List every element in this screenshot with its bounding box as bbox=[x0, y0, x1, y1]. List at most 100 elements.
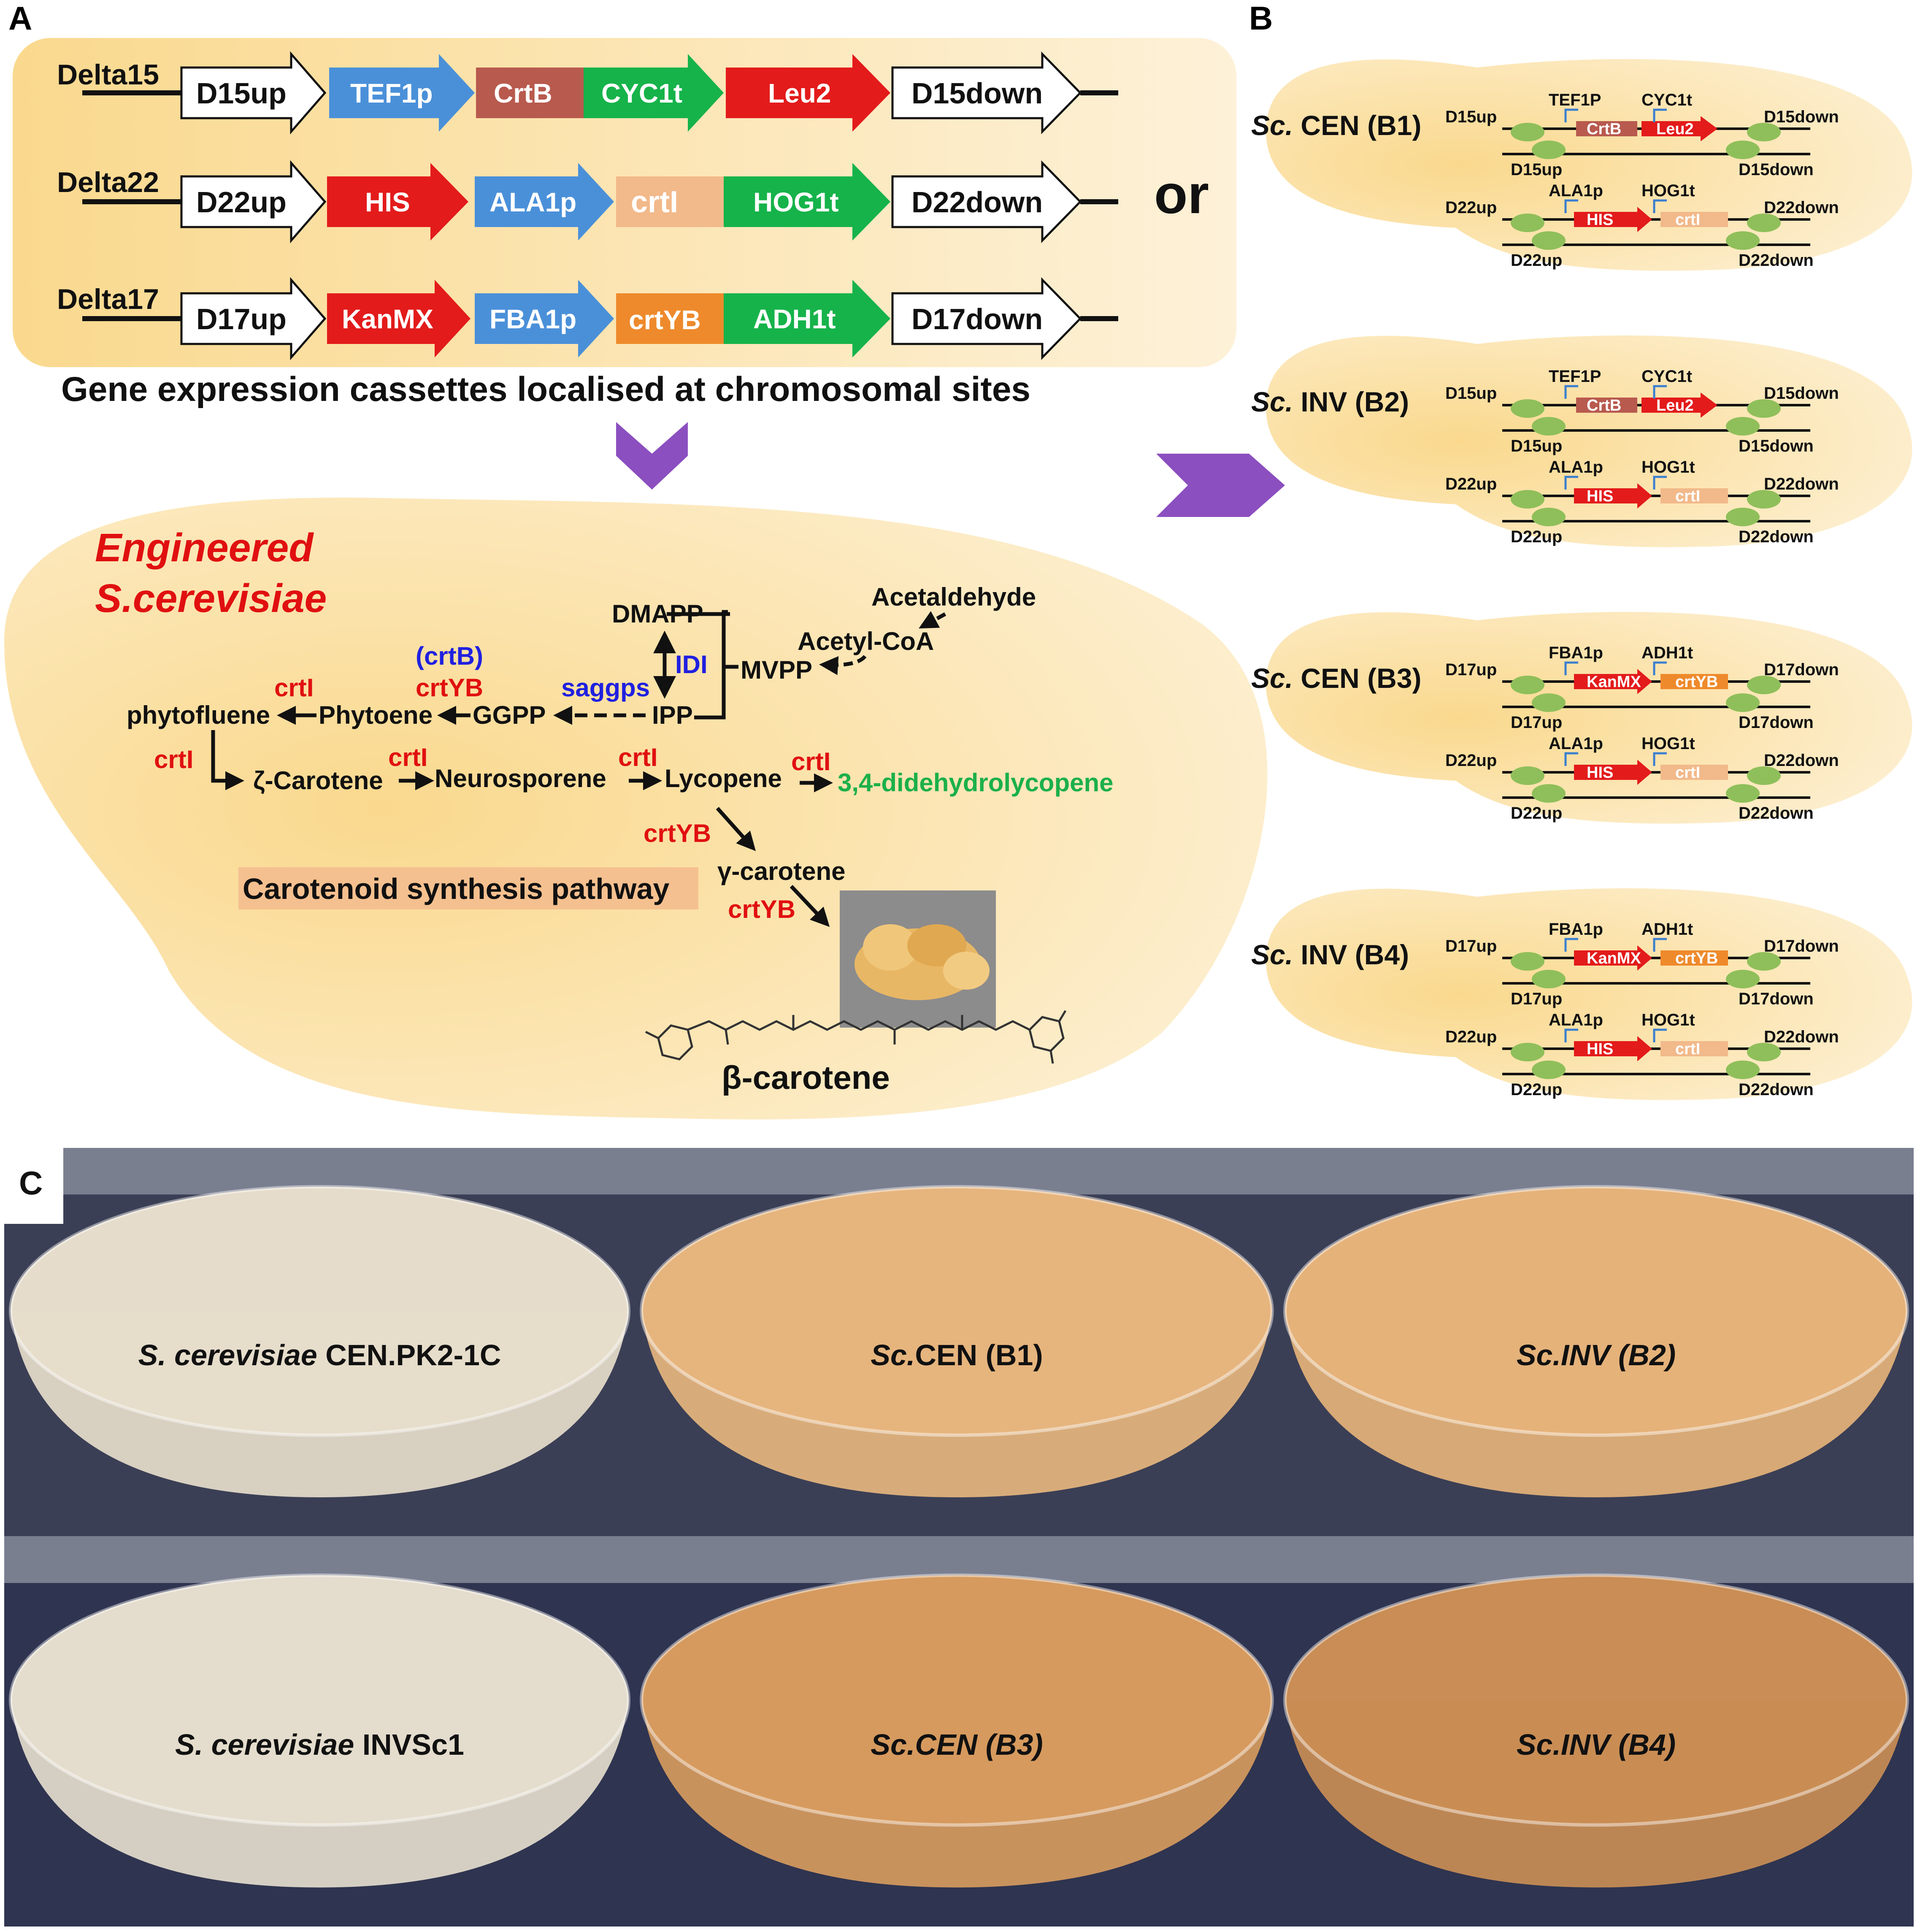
gene-label: crtI bbox=[1675, 487, 1700, 505]
synthesis-label-box bbox=[238, 867, 698, 909]
part-d15up: D15up bbox=[196, 77, 287, 110]
flask-label: Sc.CEN (B1) bbox=[871, 1339, 1043, 1372]
site-label: Delta22 bbox=[57, 166, 159, 198]
promoter-label: FBA1p bbox=[1549, 920, 1603, 939]
cassette-row-delta15: Delta15 D15up TEF1p CrtB CYC1t Leu2 D15d… bbox=[57, 51, 1118, 135]
locus-oval bbox=[1726, 417, 1760, 436]
flask-photo: S. cerevisiae INVSc1 bbox=[4, 1536, 635, 1927]
up-label-2: D22up bbox=[1511, 1080, 1562, 1099]
zeta-carotene: ζ-Carotene bbox=[253, 766, 383, 795]
up-label: D22up bbox=[1445, 475, 1497, 493]
down-label: D22down bbox=[1764, 475, 1839, 493]
locus-oval bbox=[1511, 490, 1544, 509]
locus-oval bbox=[1747, 1043, 1781, 1061]
locus-oval bbox=[1747, 214, 1781, 232]
locus-oval bbox=[1532, 784, 1566, 803]
part-crtyb: crtYB bbox=[629, 305, 701, 335]
part-fba1p: FBA1p bbox=[489, 304, 576, 334]
crtyb-label: crtYB bbox=[416, 674, 483, 702]
gene-label: HIS bbox=[1587, 487, 1613, 505]
cassette-row-delta17: Delta17 D17up KanMX FBA1p crtYB ADH1t D1… bbox=[57, 277, 1118, 360]
ipp: IPP bbox=[652, 701, 693, 729]
locus-oval bbox=[1747, 766, 1781, 785]
gene-label: crtI bbox=[1675, 1040, 1700, 1058]
gene-label: HIS bbox=[1587, 764, 1613, 782]
locus-oval bbox=[1532, 508, 1566, 526]
locus-oval bbox=[1747, 123, 1781, 141]
site-label: Delta15 bbox=[57, 59, 159, 91]
locus-oval bbox=[1532, 693, 1566, 712]
locus-oval bbox=[1532, 417, 1566, 436]
locus-oval bbox=[1747, 399, 1781, 418]
gene-label: crtI bbox=[1675, 211, 1700, 229]
flask-label: Sc.INV (B2) bbox=[1517, 1339, 1676, 1372]
acetyl-coa: Acetyl-CoA bbox=[798, 627, 934, 655]
gene-label: crtI bbox=[1675, 764, 1700, 782]
part-his: HIS bbox=[365, 187, 410, 217]
lycopene: Lycopene bbox=[665, 764, 782, 793]
terminator-label: HOG1t bbox=[1641, 458, 1695, 476]
crti-label-3: crtI bbox=[388, 743, 427, 771]
locus-oval bbox=[1511, 766, 1544, 785]
locus-oval bbox=[1532, 231, 1566, 250]
gamma-carotene: γ-carotene bbox=[717, 857, 845, 885]
locus-oval bbox=[1747, 952, 1781, 971]
gene-label: CrtB bbox=[1587, 120, 1621, 138]
part-adh1t: ADH1t bbox=[753, 304, 836, 334]
down-label: D15down bbox=[1764, 108, 1839, 126]
gene-label: Leu2 bbox=[1656, 397, 1694, 414]
terminator-label: CYC1t bbox=[1641, 91, 1692, 109]
up-label: D22up bbox=[1445, 1028, 1497, 1046]
synthesis-label: Carotenoid synthesis pathway bbox=[243, 872, 669, 905]
part-cyc1t: CYC1t bbox=[601, 78, 682, 108]
part-tef1p: TEF1p bbox=[350, 78, 433, 108]
panel-c-flasks: S. cerevisiae CEN.PK2-1C Sc.CEN (B1) Sc.IN… bbox=[4, 1148, 1914, 1927]
gene-label: crtYB bbox=[1675, 950, 1718, 967]
part-d17down: D17down bbox=[911, 303, 1043, 336]
locus-oval bbox=[1511, 676, 1544, 694]
cassette-caption: Gene expression cassettes localised at c… bbox=[61, 370, 1030, 409]
locus-oval bbox=[1511, 952, 1544, 971]
part-hog1t: HOG1t bbox=[753, 187, 839, 217]
gene-label: crtYB bbox=[1675, 673, 1718, 691]
promoter-label: TEF1P bbox=[1549, 367, 1601, 386]
down-label: D22down bbox=[1764, 1028, 1839, 1046]
acetaldehyde: Acetaldehyde bbox=[871, 583, 1036, 611]
up-label-2: D15up bbox=[1511, 437, 1562, 455]
promoter-label: ALA1p bbox=[1549, 734, 1603, 753]
promoter-label: ALA1p bbox=[1549, 1011, 1603, 1029]
beta-carotene: β-carotene bbox=[722, 1059, 890, 1096]
or-text: or bbox=[1154, 163, 1209, 225]
up-label-2: D22up bbox=[1511, 528, 1562, 546]
down-label: D22down bbox=[1764, 751, 1839, 770]
up-label: D17up bbox=[1445, 660, 1497, 679]
beta-carotene-structure bbox=[645, 1010, 1067, 1064]
gene-label: HIS bbox=[1587, 1040, 1613, 1058]
promoter-label: FBA1p bbox=[1549, 644, 1603, 662]
terminator-label: HOG1t bbox=[1641, 181, 1695, 200]
down-label-2: D22down bbox=[1739, 528, 1814, 546]
part-d17up: D17up bbox=[196, 303, 287, 336]
down-label: D15down bbox=[1764, 384, 1839, 403]
up-label: D15up bbox=[1445, 108, 1497, 126]
panel-label-b: B bbox=[1249, 0, 1273, 37]
up-label: D15up bbox=[1445, 384, 1497, 403]
strain-name: Sc. INV (B2) bbox=[1251, 386, 1409, 417]
down-label: D17down bbox=[1764, 937, 1839, 955]
part-d22up: D22up bbox=[196, 186, 287, 219]
flask-photo: S. cerevisiae CEN.PK2-1C bbox=[4, 1148, 635, 1536]
right-chevron-icon bbox=[1156, 454, 1285, 517]
crti-label-4: crtI bbox=[618, 743, 657, 771]
crtb-paren: (crtB) bbox=[416, 642, 483, 670]
site-label: Delta17 bbox=[57, 283, 159, 315]
part-d15down: D15down bbox=[911, 77, 1043, 110]
locus-oval bbox=[1726, 784, 1760, 803]
locus-oval bbox=[1726, 141, 1760, 159]
flask-label: Sc.INV (B4) bbox=[1517, 1728, 1676, 1761]
panel-label-a: A bbox=[8, 0, 32, 37]
locus-oval bbox=[1532, 141, 1566, 159]
flask-photo: Sc.INV (B2) bbox=[1279, 1148, 1914, 1536]
